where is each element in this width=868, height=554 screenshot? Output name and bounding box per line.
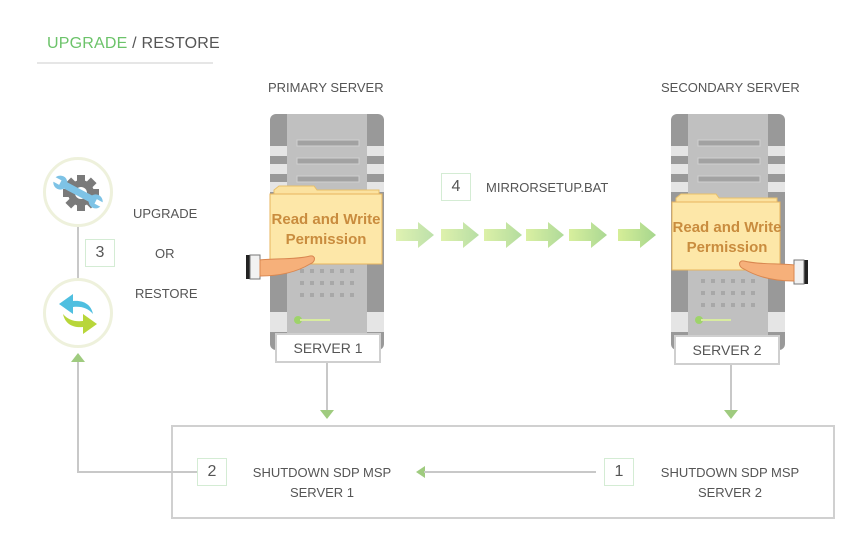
restore-label: RESTORE bbox=[135, 286, 198, 301]
connector-server1-down bbox=[326, 363, 328, 411]
primary-server-heading: PRIMARY SERVER bbox=[268, 80, 384, 95]
mirrorsetup-label: MIRRORSETUP.BAT bbox=[486, 180, 609, 195]
mirror-arrow-icon bbox=[618, 222, 656, 248]
step-2-text: SHUTDOWN SDP MSP SERVER 1 bbox=[242, 463, 402, 503]
restore-icon-circle bbox=[43, 278, 113, 348]
title-upgrade: UPGRADE bbox=[47, 35, 128, 52]
connector-line-upgrade-restore bbox=[77, 225, 79, 280]
step-1-line1: SHUTDOWN SDP MSP bbox=[660, 465, 800, 480]
hand-icon-primary bbox=[246, 254, 315, 280]
connector-step1-to-step2 bbox=[424, 471, 596, 473]
mirror-arrow-icon bbox=[569, 222, 607, 248]
step-3-badge: 3 bbox=[85, 239, 115, 267]
or-label: OR bbox=[155, 246, 175, 261]
secondary-server-heading: SECONDARY SERVER bbox=[661, 80, 800, 95]
step-2-line2: SERVER 1 bbox=[289, 485, 355, 500]
step-1-text: SHUTDOWN SDP MSP SERVER 2 bbox=[650, 463, 810, 503]
secondary-folder: Read and Write Permission bbox=[671, 192, 781, 272]
upgrade-icon-circle bbox=[43, 157, 113, 227]
secondary-folder-line1: Read and Write bbox=[672, 219, 782, 236]
step-1-badge: 1 bbox=[604, 458, 634, 486]
arrow-left-icon bbox=[416, 466, 425, 478]
folder-icon bbox=[671, 193, 781, 271]
page-title: UPGRADE / RESTORE bbox=[47, 35, 220, 53]
hand-icon-secondary bbox=[739, 259, 808, 285]
step-2-badge: 2 bbox=[197, 458, 227, 486]
connector-step2-left bbox=[77, 471, 198, 473]
primary-folder-line1: Read and Write bbox=[271, 211, 381, 228]
connector-up-to-restore bbox=[77, 362, 79, 473]
folder-icon bbox=[269, 185, 383, 265]
mirror-arrow-icon bbox=[441, 222, 479, 248]
arrow-up-icon bbox=[71, 353, 85, 362]
title-separator: / bbox=[127, 35, 142, 52]
step-1-line2: SERVER 2 bbox=[697, 485, 763, 500]
server-1-label: SERVER 1 bbox=[275, 333, 381, 363]
upgrade-label: UPGRADE bbox=[133, 206, 198, 221]
step-2-line1: SHUTDOWN SDP MSP bbox=[252, 465, 392, 480]
mirror-arrows bbox=[396, 222, 656, 248]
sync-arrows-icon bbox=[59, 294, 97, 334]
primary-folder: Read and Write Permission bbox=[269, 184, 383, 266]
mirror-arrow-icon bbox=[526, 222, 564, 248]
mirror-arrow-icon bbox=[484, 222, 522, 248]
step-4-badge: 4 bbox=[441, 173, 471, 201]
arrow-down-icon bbox=[724, 410, 738, 419]
arrow-down-icon bbox=[320, 410, 334, 419]
connector-server2-down bbox=[730, 365, 732, 411]
server-2-label: SERVER 2 bbox=[674, 335, 780, 365]
title-divider bbox=[37, 62, 213, 64]
mirror-arrow-icon bbox=[396, 222, 434, 248]
title-restore: RESTORE bbox=[141, 35, 220, 52]
wrench-gear-icon bbox=[52, 175, 104, 211]
secondary-folder-line2: Permission bbox=[686, 239, 768, 256]
primary-folder-line2: Permission bbox=[285, 231, 367, 248]
